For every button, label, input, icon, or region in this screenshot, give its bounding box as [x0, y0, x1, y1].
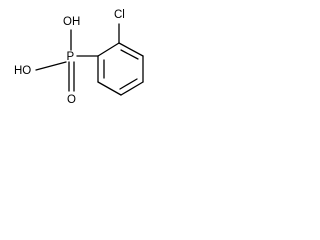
- oxygen-double-label: O: [67, 94, 76, 106]
- ring-inner-double-bond-top: [120, 49, 139, 60]
- ring-bond-c4-c5: [120, 81, 144, 96]
- chemical-structure-diagram: Cl P OH HO O: [14, 9, 144, 106]
- hydroxyl-upper-label: OH: [63, 16, 80, 28]
- bond-phosphorus-to-hydroxyl-lower: [35, 61, 67, 71]
- ring-bond-c2-c3: [118, 42, 144, 57]
- ring-bond-c5-c6: [97, 81, 122, 96]
- phosphorus-atom-label: P: [67, 51, 75, 63]
- ring-bond-c1-c2: [97, 42, 120, 57]
- ring-inner-double-bond-bottom: [119, 78, 138, 90]
- benzene-ring: [97, 42, 144, 96]
- hydroxyl-lower-label: HO: [14, 65, 31, 77]
- chlorine-atom-label: Cl: [114, 9, 125, 21]
